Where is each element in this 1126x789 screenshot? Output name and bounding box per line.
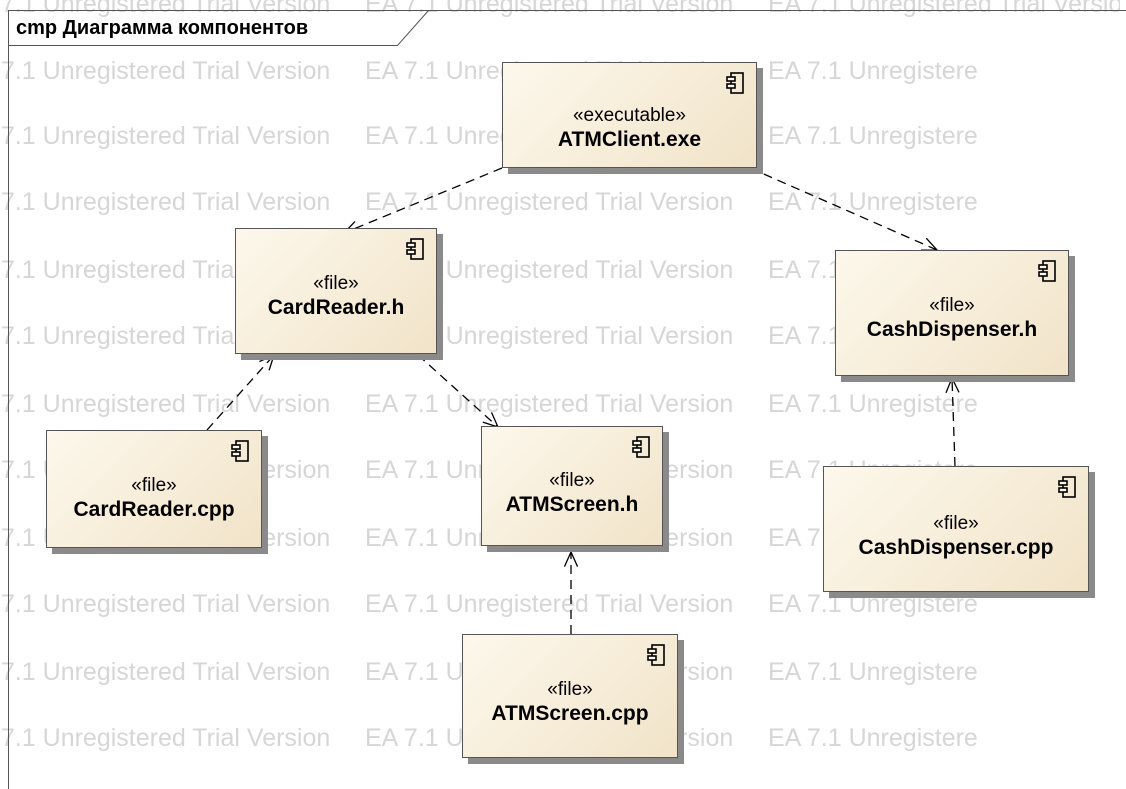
component-icon	[1058, 476, 1076, 498]
arrowhead	[945, 376, 960, 394]
dependency-cashdispenser-cpp-to-cashdispenser-h	[945, 376, 960, 467]
component-stereotype: «file»	[933, 513, 979, 534]
dependency-atmclient-exe-to-cashdispenser-h	[749, 167, 939, 251]
component-atmscreen-h[interactable]: «file» ATMScreen.h	[481, 426, 663, 546]
dependency-line	[749, 167, 938, 251]
component-icon	[1038, 260, 1056, 282]
component-icon	[632, 436, 650, 458]
watermark-text: .7.1 Unregistered Trial Version EA 7.1 U…	[0, 256, 978, 284]
dependency-cardreader-cpp-to-cardreader-h	[206, 353, 276, 431]
component-name: ATMScreen.cpp	[491, 702, 649, 725]
component-name: CardReader.h	[267, 296, 405, 319]
dependency-line	[343, 167, 503, 234]
component-name: CashDispenser.cpp	[858, 536, 1054, 559]
diagram-frame	[8, 10, 1126, 789]
component-icon	[726, 72, 744, 94]
component-name: ATMClient.exe	[557, 128, 702, 151]
dependency-line	[951, 377, 956, 467]
component-atmclient-exe[interactable]: «executable» ATMClient.exe	[502, 62, 757, 168]
component-stereotype: «file»	[547, 679, 593, 700]
watermark-text: .7.1 Unregistered Trial Version EA 7.1 U…	[0, 322, 978, 350]
watermark-text: .7.1 Unregistered Trial Version EA 7.1 U…	[0, 122, 978, 150]
watermark-text: .7.1 Unregistered Trial Version EA 7.1 U…	[0, 188, 978, 216]
dependency-line	[417, 354, 499, 428]
dependency-line	[206, 354, 275, 431]
component-cashdispenser-h[interactable]: «file» CashDispenser.h	[835, 250, 1069, 376]
arrowhead	[563, 550, 579, 567]
frame-title-tab	[8, 10, 429, 46]
watermark-text: .7.1 Unregistered Trial Version EA 7.1 U…	[0, 0, 1120, 18]
dependency-cardreader-h-to-atmscreen-h	[417, 354, 500, 429]
component-cardreader-h[interactable]: «file» CardReader.h	[235, 228, 437, 354]
component-cashdispenser-cpp[interactable]: «file» CashDispenser.cpp	[823, 466, 1089, 592]
component-icon	[231, 440, 249, 462]
component-stereotype: «file»	[549, 470, 595, 491]
dependency-atmscreen-cpp-to-atmscreen-h	[563, 550, 579, 634]
component-stereotype: «file»	[131, 475, 177, 496]
arrowhead	[920, 237, 939, 251]
component-atmscreen-cpp[interactable]: «file» ATMScreen.cpp	[462, 634, 678, 758]
component-stereotype: «file»	[313, 273, 359, 294]
component-icon	[647, 644, 665, 666]
component-name: CashDispenser.h	[866, 318, 1038, 341]
dependency-atmclient-exe-to-cardreader-h	[342, 167, 503, 235]
component-name: CardReader.cpp	[73, 498, 235, 521]
watermark-text: .7.1 Unregistered Trial Version EA 7.1 U…	[0, 390, 978, 418]
component-icon	[406, 238, 424, 260]
arrowhead	[259, 353, 276, 371]
watermark-text: .7.1 Unregistered Trial Version EA 7.1 U…	[0, 57, 978, 85]
component-stereotype: «file»	[929, 295, 975, 316]
frame-title: cmp Диаграмма компонентов	[16, 17, 309, 39]
component-stereotype: «executable»	[572, 105, 687, 126]
component-cardreader-cpp[interactable]: «file» CardReader.cpp	[46, 430, 262, 548]
watermark-text: .7.1 Unregistered Trial Version EA 7.1 U…	[0, 590, 978, 618]
component-name: ATMScreen.h	[505, 493, 639, 516]
